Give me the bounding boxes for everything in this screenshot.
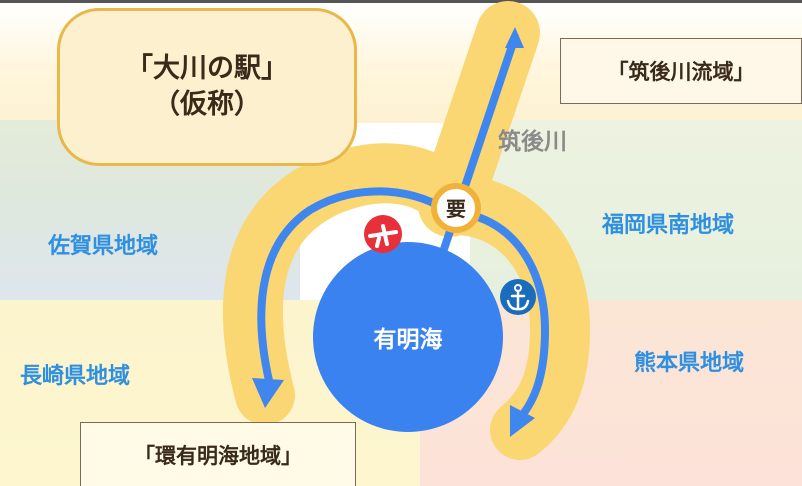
hub-ring [431,183,481,233]
arc-left-arrowhead [252,378,284,408]
river-arrowhead [505,27,524,48]
arc-right-arrowhead [510,405,535,437]
region-fukuoka-south: 福岡県南地域 [602,213,735,238]
anchor-icon [500,279,536,315]
yellow-band-arc-right [425,175,591,460]
arc-left-line [257,187,454,389]
hub-label: 要 [446,197,466,221]
ariake-sea-circle [313,242,503,432]
region-kumamoto: 熊本県地域 [634,351,745,376]
sea-label: 有明海 [373,327,443,353]
river-label: 筑後川 [498,129,567,155]
station-callout: 「大川の駅」 （仮称） [57,8,357,166]
top-border [0,0,802,3]
station-name: 「大川の駅」 [126,52,288,84]
ariake-area-box: 「環有明海地域」 [80,422,356,486]
chikugo-basin-box: 「筑後川流域」 [560,38,802,104]
region-nagasaki: 長崎県地域 [20,364,131,389]
airplane-icon [364,215,402,253]
station-tentative: （仮称） [153,89,261,120]
arc-right-line [451,209,550,422]
region-saga: 佐賀県地域 [48,234,159,259]
yellow-band-arc-left [222,143,485,425]
